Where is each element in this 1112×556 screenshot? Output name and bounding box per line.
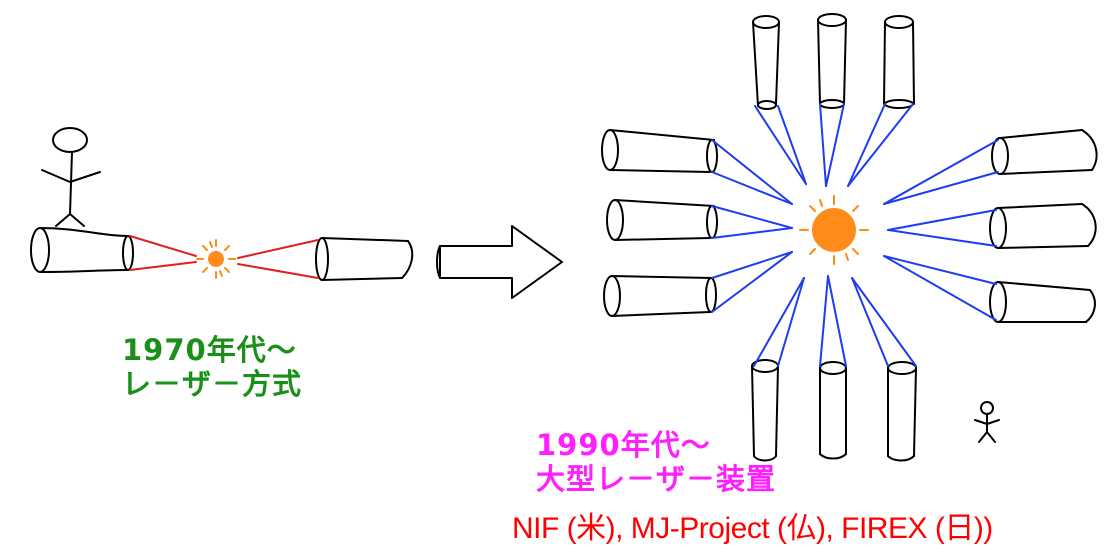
- laser-cylinder-icon: [991, 129, 1098, 175]
- target-pellet-icon: [196, 239, 236, 279]
- laser-cylinder-icon: [817, 13, 847, 109]
- laser-cylinder-icon: [989, 281, 1096, 323]
- arrow-right-icon: [436, 225, 563, 299]
- laser-beam: [711, 103, 999, 367]
- laser-cylinder-icon: [751, 359, 779, 462]
- era-1970-method: レ－ザ－方式: [122, 367, 303, 401]
- laser-cylinder-icon: [30, 227, 134, 273]
- laser-cylinder-icon: [315, 237, 414, 281]
- stick-figure-icon: [41, 127, 101, 227]
- era-1970-title: 1970年代～: [122, 333, 297, 367]
- laser-cylinder-icon: [883, 15, 915, 109]
- target-sphere-icon: [799, 195, 869, 265]
- laser-cylinder-icon: [601, 129, 718, 173]
- era-1990-label: 1990年代～ 大型レ－ザ－装置: [536, 428, 776, 496]
- era-1990-title: 1990年代～: [536, 428, 711, 462]
- laser-beam: [129, 235, 319, 279]
- era-1970-label: 1970年代～ レ－ザ－方式: [122, 333, 302, 401]
- laser-cylinder-icon: [989, 203, 1097, 249]
- large-laser-array: [601, 13, 1098, 462]
- laser-cylinder-icon: [606, 199, 718, 241]
- laser-cylinder-icon: [819, 361, 847, 460]
- era-1990-method: 大型レ－ザ－装置: [536, 462, 777, 496]
- early-laser-setup: [30, 127, 414, 281]
- projects-label: NIF (米), MJ-Project (仏), FIREX (日)): [512, 512, 993, 545]
- laser-cylinder-icon: [887, 361, 917, 462]
- laser-cylinder-icon: [752, 15, 780, 110]
- stick-figure-icon: [974, 401, 1000, 443]
- laser-cylinder-icon: [603, 275, 717, 317]
